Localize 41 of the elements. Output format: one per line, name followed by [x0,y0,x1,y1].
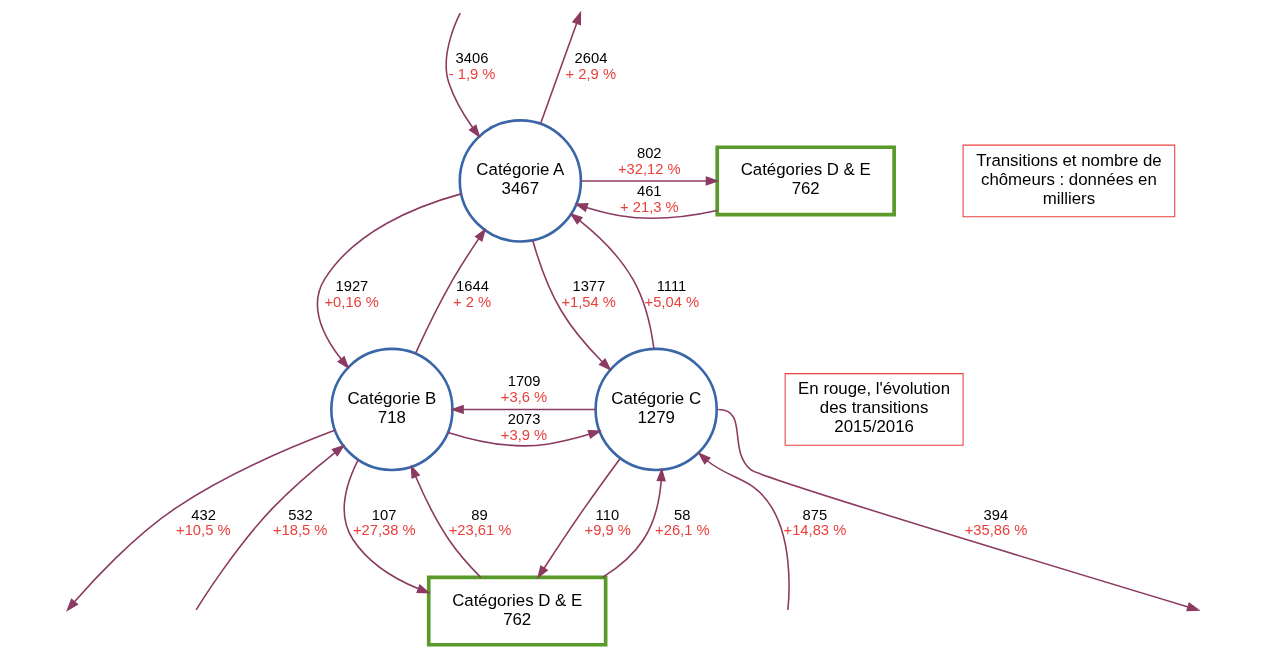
edge-label: 532 +18,5 % [272,506,327,539]
edge-label: 107 +27,38 % [352,506,416,539]
arrow [531,239,612,372]
arrow [446,429,602,447]
edge-label: 1377 +1,54 % [560,278,616,310]
arrow [343,459,431,594]
edge-label: 58 +26,1 % [654,506,710,539]
node-box: Catégories D & E 762 [426,575,607,647]
edge-label: 394 +35,86 % [964,506,1027,539]
arrow [539,10,581,125]
edge-label: 875 +14,83 % [783,506,846,539]
edge-label: 802 +32,12 % [617,144,681,177]
edge-label: 1709 +3,6 % [500,373,547,406]
arrow [568,212,655,350]
edge-label: 3406 - 1,9 % [448,49,495,82]
arrow [414,228,486,355]
edge-label: 110 +9,9 % [584,506,631,539]
edge-label: 432 +10,5 % [175,506,231,539]
node-box: En rouge, l'évolution des transitions 2015/2016 [784,373,964,446]
arrow [536,457,621,580]
arrow [449,404,596,415]
edge-label: 1927 +0,16 % [324,278,379,310]
arrow [697,452,790,611]
arrow [573,203,718,219]
edge-label: 2073 +3,9 % [500,411,547,444]
arrow [65,429,335,612]
arrow [444,12,481,139]
arrow [579,176,719,186]
arrow [410,464,482,579]
node-circle: Catégorie C 1279 [593,347,718,472]
edge-label: 2604 + 2,9 % [565,49,616,82]
node-box: Transitions et nombre de chômeurs : données en milliers [962,144,1175,218]
arrow [601,467,666,579]
edge-label: 1644 + 2 % [452,278,491,310]
arrow [316,193,462,370]
edge-label: 89 +23,61 % [448,506,511,539]
arrow [717,408,1201,612]
node-box: Catégories D & E 762 [714,145,896,217]
arrow [194,444,345,611]
edge-label: 1111 +5,04 % [644,278,699,310]
edge-label: 461 + 21,3 % [619,182,679,215]
